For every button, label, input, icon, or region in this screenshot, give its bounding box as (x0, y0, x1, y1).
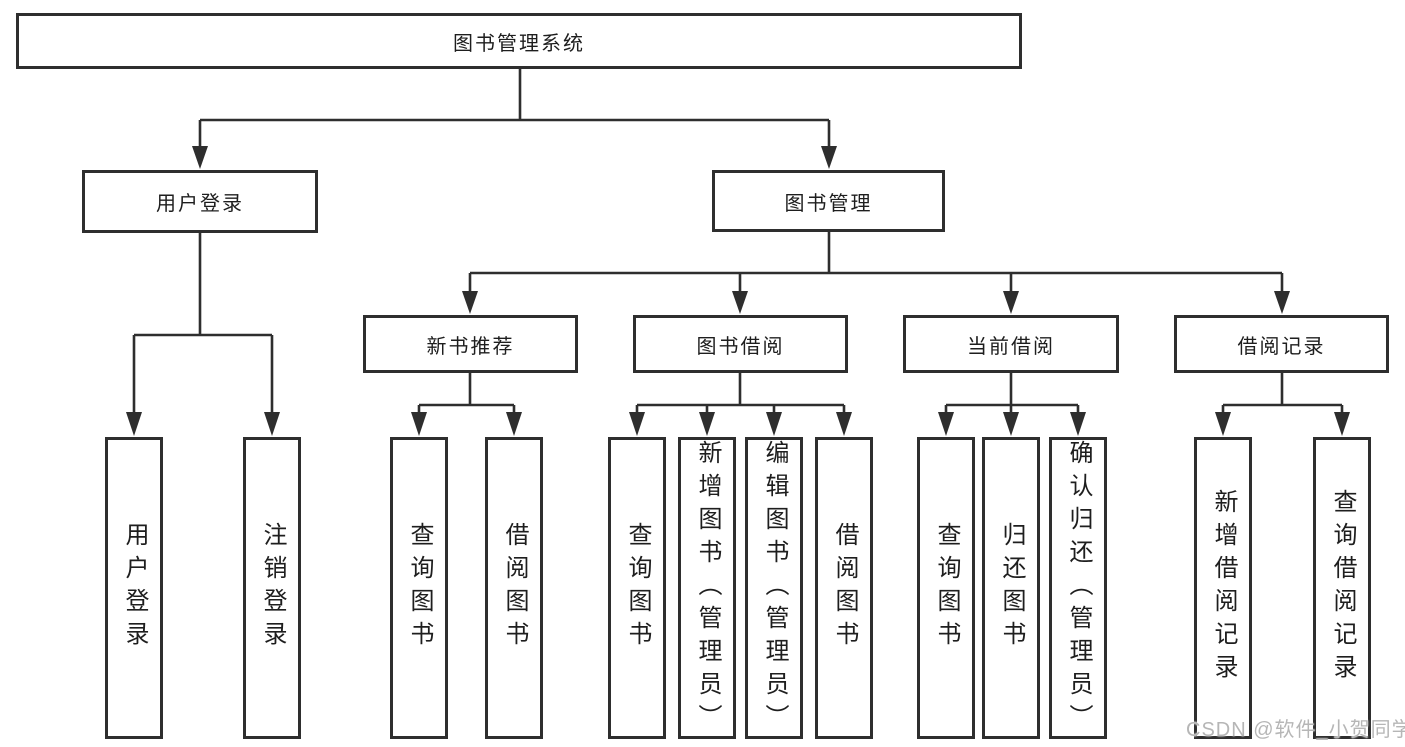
leaf-borrowing-add-book-admin: 新增图书（管理员） (678, 437, 736, 739)
arrowhead-icon (192, 146, 208, 169)
arrowhead-icon (1070, 412, 1086, 436)
arrowhead-icon (629, 412, 645, 436)
node-book-borrowing: 图书借阅 (633, 315, 848, 373)
node-label: 查询图书 (933, 522, 960, 654)
node-label: 确认归还（管理员） (1065, 439, 1092, 737)
arrowhead-icon (732, 291, 748, 314)
arrowhead-icon (1003, 412, 1019, 436)
node-label: 编辑图书（管理员） (761, 439, 788, 737)
connector-user-login-split (126, 233, 280, 436)
csdn-watermark: CSDN @软件_小贺同学 (1186, 719, 1405, 741)
leaf-borrowing-edit-book-admin: 编辑图书（管理员） (745, 437, 803, 739)
node-label: 新增图书（管理员） (694, 439, 721, 737)
node-label: 注销登录 (259, 522, 286, 654)
node-label: 图书借阅 (696, 335, 785, 358)
connector-current-borrow-split (938, 373, 1086, 436)
arrowhead-icon (1215, 412, 1231, 436)
arrowhead-icon (506, 412, 522, 436)
node-label: 查询图书 (624, 522, 651, 654)
arrowhead-icon (766, 412, 782, 436)
arrowhead-icon (938, 412, 954, 436)
arrowhead-icon (264, 412, 280, 436)
arrowhead-icon (411, 412, 427, 436)
node-label: 用户登录 (156, 193, 244, 215)
node-label: 新书推荐 (426, 335, 515, 358)
leaf-records-add-record: 新增借阅记录 (1194, 437, 1252, 739)
node-user-login: 用户登录 (82, 170, 318, 233)
node-label: 归还图书 (998, 522, 1025, 654)
leaf-user-login: 用户登录 (105, 437, 163, 739)
leaf-borrowing-query-books: 查询图书 (608, 437, 666, 739)
leaf-current-return-books: 归还图书 (982, 437, 1040, 739)
node-label: 查询借阅记录 (1329, 489, 1356, 687)
node-label: 图书管理 (784, 192, 873, 215)
arrowhead-icon (1334, 412, 1350, 436)
arrowhead-icon (836, 412, 852, 436)
arrowhead-icon (462, 291, 478, 314)
node-current-borrowing: 当前借阅 (903, 315, 1119, 373)
node-label: 查询图书 (406, 522, 433, 654)
leaf-records-query-record: 查询借阅记录 (1313, 437, 1371, 739)
node-label: 当前借阅 (967, 335, 1055, 358)
node-new-book-recommend: 新书推荐 (363, 315, 578, 373)
leaf-current-query-books: 查询图书 (917, 437, 975, 739)
node-label: 图书管理系统 (453, 32, 585, 55)
leaf-newbook-query-books: 查询图书 (390, 437, 448, 739)
node-root-system: 图书管理系统 (16, 13, 1022, 69)
node-label: 借阅记录 (1237, 335, 1326, 358)
connector-book-borrow-split (629, 373, 852, 436)
connector-book-management-split (462, 232, 1290, 314)
arrowhead-icon (126, 412, 142, 436)
connector-root-split (192, 67, 837, 169)
node-book-management: 图书管理 (712, 170, 945, 232)
node-label: 用户登录 (121, 522, 148, 654)
node-label: 借阅图书 (831, 522, 858, 654)
leaf-logout: 注销登录 (243, 437, 301, 739)
node-borrow-records: 借阅记录 (1174, 315, 1389, 373)
arrowhead-icon (821, 146, 837, 169)
leaf-current-confirm-return-admin: 确认归还（管理员） (1049, 437, 1107, 739)
node-label: 借阅图书 (501, 522, 528, 654)
connector-borrow-records-split (1215, 373, 1350, 436)
connector-new-book-split (411, 373, 522, 436)
leaf-newbook-borrow-books: 借阅图书 (485, 437, 543, 739)
leaf-borrowing-borrow-books: 借阅图书 (815, 437, 873, 739)
arrowhead-icon (1274, 291, 1290, 314)
arrowhead-icon (1003, 291, 1019, 314)
node-label: 新增借阅记录 (1210, 489, 1237, 687)
arrowhead-icon (699, 412, 715, 436)
